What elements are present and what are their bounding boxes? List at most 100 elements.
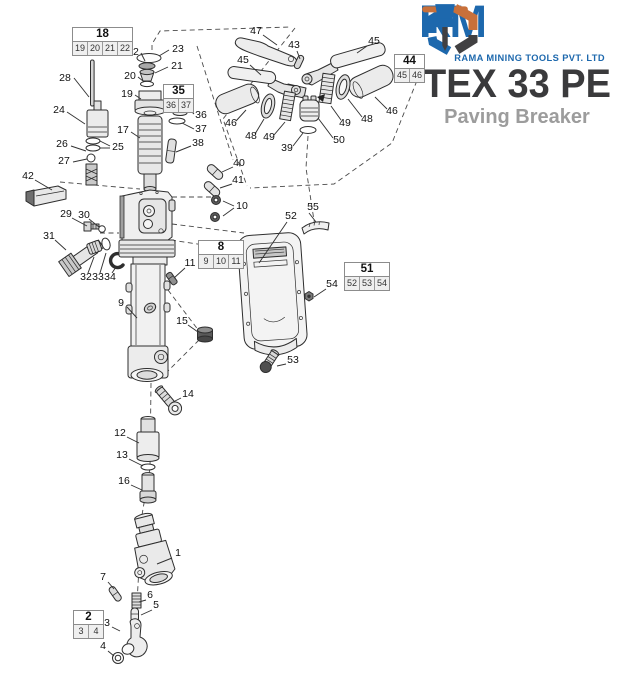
callout-50: 50 [333, 134, 345, 146]
group-box-header-18: 18 [73, 28, 133, 42]
leader-line [126, 436, 140, 444]
group-box-cell-52: 52 [345, 277, 361, 290]
group-box-cell-20: 20 [88, 42, 104, 55]
callout-31: 31 [43, 230, 55, 242]
part-ring-4 [112, 652, 124, 664]
callout-28: 28 [59, 72, 71, 84]
leader-line [107, 650, 115, 657]
callout-17: 17 [117, 124, 129, 136]
callout-53: 53 [287, 354, 299, 366]
callout-54: 54 [326, 278, 338, 290]
leader-line [313, 288, 327, 298]
group-box-header-51: 51 [345, 263, 390, 277]
leader-line [262, 34, 278, 46]
group-box-cell-22: 22 [118, 42, 133, 55]
callout-26: 26 [56, 138, 68, 150]
leader-line [158, 49, 170, 57]
leader-line [140, 52, 146, 62]
callout-43: 43 [288, 39, 300, 51]
part-screw-29 [83, 221, 100, 232]
leader-line [222, 200, 235, 207]
callout-12: 12 [114, 427, 126, 439]
leader-line [219, 183, 233, 189]
callout-41: 41 [232, 174, 244, 186]
group-box-cell-54: 54 [375, 277, 390, 290]
part-washer-23 [136, 53, 162, 63]
callout-40: 40 [233, 157, 245, 169]
callout-32: 32 [80, 271, 92, 283]
callout-9: 9 [118, 297, 124, 309]
part-rod-28 [90, 59, 95, 107]
group-box-cell-10: 10 [214, 255, 230, 268]
callout-48: 48 [245, 130, 257, 142]
leader-line [273, 121, 286, 136]
part-rings-25 [85, 137, 101, 152]
leader-line [99, 140, 111, 147]
callout-55: 55 [307, 201, 319, 213]
callout-52: 52 [285, 210, 297, 222]
leader-line [258, 221, 288, 264]
callout-42: 42 [22, 170, 34, 182]
part-bolt-14 [154, 385, 183, 416]
brand-block: RM RAMA MINING TOOLS PVT. LTD TEX 33 PE … [419, 0, 615, 128]
group-box-cell-45: 45 [395, 69, 411, 82]
leader-line [254, 118, 265, 135]
callout-45: 45 [368, 35, 380, 47]
callout-15: 15 [176, 315, 188, 327]
leader-line [66, 111, 86, 125]
part-plug-15 [197, 326, 213, 343]
part-valve-chest-19 [134, 90, 166, 116]
part-cylinder-9 [125, 263, 171, 382]
model-name: TEX 33 PE [423, 62, 611, 107]
leader-line [73, 77, 90, 98]
part-handle-right-45 [301, 42, 386, 86]
callout-38: 38 [192, 137, 204, 149]
callout-30: 30 [78, 209, 90, 221]
callout-14: 14 [182, 388, 194, 400]
leader-line [172, 397, 182, 403]
part-piston-16 [139, 472, 157, 504]
part-throttle-valve-50 [299, 94, 325, 122]
group-box-header-2: 2 [74, 611, 103, 625]
leader-line [308, 212, 317, 223]
leader-line [374, 96, 388, 110]
leader-line [222, 207, 235, 217]
leader-line [140, 609, 153, 616]
leader-line [138, 599, 147, 603]
callout-16: 16 [118, 475, 130, 487]
group-box-cell-19: 19 [73, 42, 89, 55]
part-cover-52 [237, 232, 308, 356]
callout-48: 48 [361, 113, 373, 125]
part-spring-small [85, 163, 98, 186]
leader-line [317, 117, 334, 139]
leader-line [292, 132, 304, 147]
leader-line [347, 98, 363, 118]
part-latch-3 [121, 618, 148, 658]
leader-line [221, 166, 234, 173]
leader-line [126, 306, 138, 319]
callout-7: 7 [100, 571, 106, 583]
product-subtitle: Paving Breaker [444, 106, 590, 128]
callout-22: 22 [127, 46, 139, 58]
group-box-header-35: 35 [164, 85, 194, 99]
jackhammer-icon [422, 4, 468, 51]
leader-line [34, 179, 53, 191]
callout-11: 11 [185, 257, 196, 269]
callout-27: 27 [58, 155, 70, 167]
part-pin-7 [108, 586, 122, 602]
part-ring-30 [98, 225, 106, 233]
leader-line [130, 131, 141, 139]
part-backhead [118, 189, 176, 266]
callout-29: 29 [60, 208, 72, 220]
leader-line [71, 217, 88, 227]
callout-13: 13 [116, 449, 128, 461]
leader-line [137, 76, 144, 82]
callout-19: 19 [121, 88, 133, 100]
